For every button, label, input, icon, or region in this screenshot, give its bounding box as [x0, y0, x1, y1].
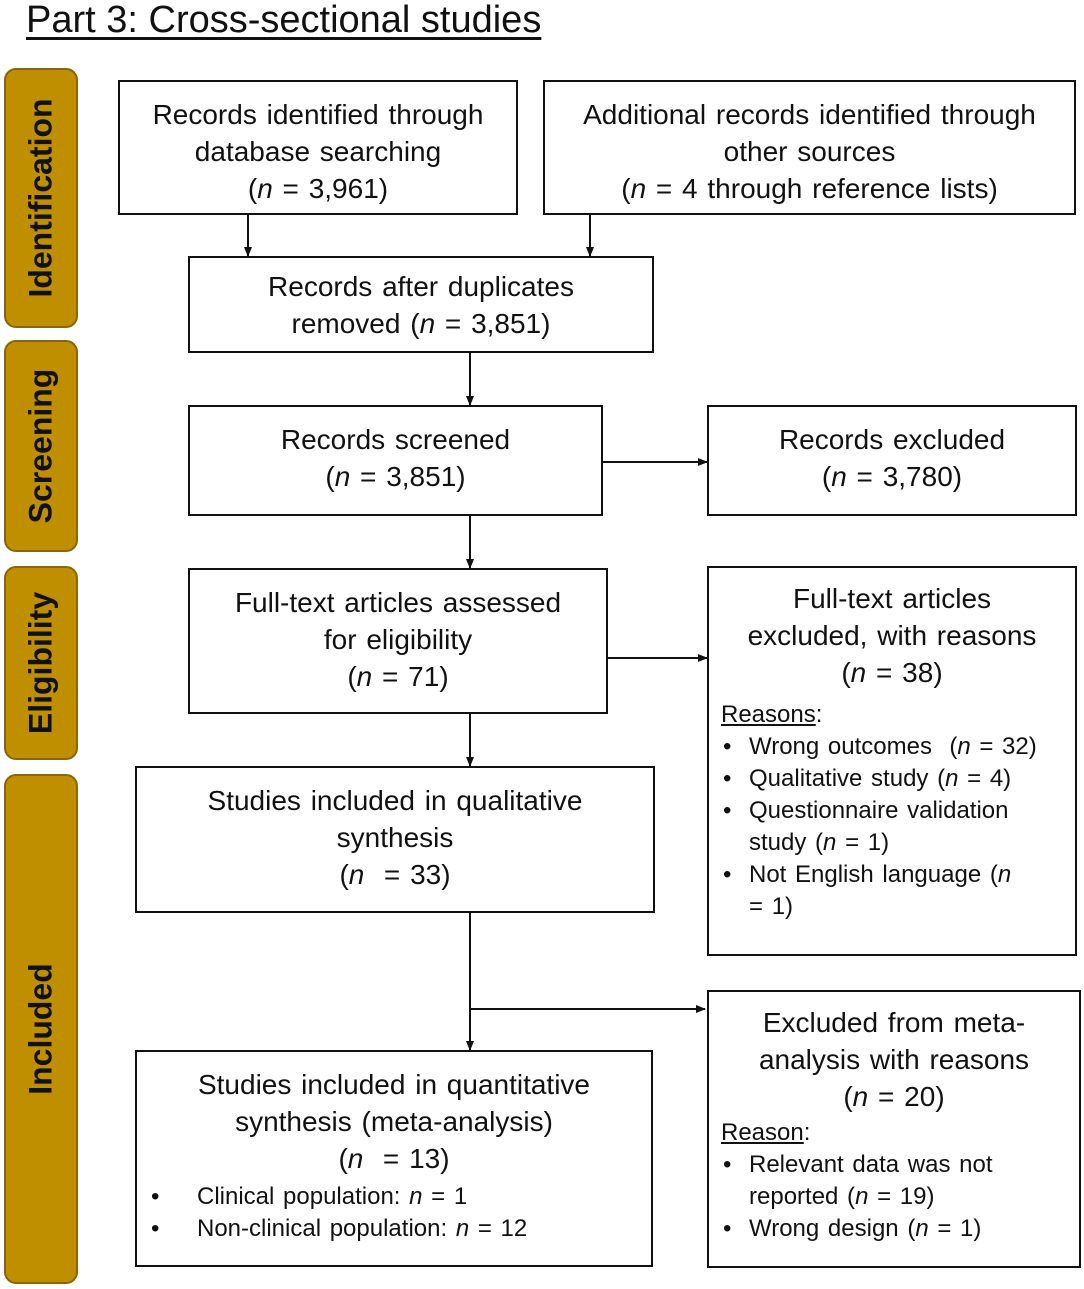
box-line: Studies included in quantitative — [197, 1069, 591, 1100]
reason-item: Wrong design (n = 1) — [721, 1213, 1079, 1245]
box-line: excluded, with reasons — [747, 620, 1037, 651]
diagram-title: Part 3: Cross-sectional studies — [26, 0, 542, 41]
box-line: Additional records identified through — [583, 99, 1036, 130]
reason-count: 1 — [960, 1215, 974, 1242]
stage-identification: Identification — [4, 68, 78, 328]
box-line-with-count: removed (n = 3,851) — [291, 308, 551, 339]
box-line: Full-text articles — [792, 583, 992, 614]
count-line: (n = 3,780) — [821, 461, 963, 492]
box-line: database searching — [194, 136, 442, 167]
reasons-block: Reasons: Wrong outcomes (n = 32) Qualita… — [709, 699, 1075, 923]
count-value: 3,780 — [882, 461, 953, 492]
box-line: other sources — [723, 136, 896, 167]
box-line: for eligibility — [323, 624, 473, 655]
count-line: (n = 71) — [347, 661, 449, 692]
count-line: (n = 13) — [338, 1143, 450, 1174]
population-list: Clinical population: n = 1 Non-clinical … — [137, 1181, 651, 1245]
stage-eligibility: Eligibility — [4, 566, 78, 760]
box-other-sources: Additional records identified through ot… — [543, 80, 1076, 215]
reason-count: 19 — [899, 1183, 927, 1210]
population-text: Non-clinical population: — [197, 1215, 448, 1242]
reason-text: Not English language — [749, 861, 982, 888]
reason-text: Wrong design — [749, 1215, 899, 1242]
count-line: (n = 3,961) — [247, 173, 389, 204]
count-value: 3,961 — [308, 173, 379, 204]
reason-item: Qualitative study (n = 4) — [721, 763, 1075, 795]
box-line: synthesis — [336, 822, 454, 853]
box-line: Records identified through — [152, 99, 484, 130]
reasons-label: Reasons — [721, 701, 816, 728]
box-line: Records screened — [280, 424, 511, 455]
box-after-duplicates: Records after duplicates removed (n = 3,… — [188, 256, 654, 353]
reason-item: Not English language (n = 1) — [721, 859, 1075, 923]
reason-text: Relevant data was not reported — [749, 1151, 993, 1210]
box-line: Records excluded — [778, 424, 1006, 455]
reason-item: Relevant data was not reported (n = 19) — [721, 1149, 1079, 1213]
stage-included: Included — [4, 774, 78, 1284]
box-line: Studies included in qualitative — [207, 785, 583, 816]
count-line: (n = 33) — [339, 859, 451, 890]
box-line: Full-text articles assessed — [234, 587, 562, 618]
box-line: synthesis (meta-analysis) — [235, 1106, 553, 1137]
count-value: 3,851 — [386, 461, 457, 492]
box-fulltext-excluded: Full-text articles excluded, with reason… — [707, 566, 1077, 956]
population-item: Non-clinical population: n = 12 — [137, 1213, 651, 1245]
count-value: 38 — [902, 657, 934, 688]
box-line: Excluded from meta- — [762, 1007, 1026, 1038]
reason-text: Qualitative study — [749, 765, 929, 792]
reasons-heading: Reason: — [721, 1119, 811, 1146]
box-quantitative-synthesis: Studies included in quantitative synthes… — [135, 1050, 653, 1267]
reason-count: 1 — [867, 829, 882, 856]
reason-count: 32 — [1002, 733, 1029, 760]
population-count: 12 — [500, 1215, 528, 1242]
reason-text: Wrong outcomes — [749, 733, 932, 760]
reason-text: Questionnaire validation study — [749, 797, 1009, 856]
population-item: Clinical population: n = 1 — [137, 1181, 651, 1213]
population-text: Clinical population: — [197, 1183, 401, 1210]
count-line: (n = 4 through reference lists) — [621, 173, 998, 204]
count-line: (n = 3,851) — [325, 461, 466, 492]
box-qualitative-synthesis: Studies included in qualitative synthesi… — [135, 766, 655, 913]
count-value: 71 — [408, 661, 440, 692]
reasons-label: Reason — [721, 1119, 804, 1146]
count-line: (n = 38) — [841, 657, 943, 688]
reason-count: 4 — [989, 765, 1004, 792]
count-value: 13 — [409, 1143, 441, 1174]
count-value: 20 — [904, 1081, 936, 1112]
population-count: 1 — [453, 1183, 468, 1210]
reason-count: 1 — [771, 893, 786, 920]
box-meta-excluded: Excluded from meta- analysis with reason… — [707, 990, 1081, 1268]
count-text: = 4 through reference lists — [655, 173, 989, 204]
box-line: analysis with reasons — [758, 1044, 1030, 1075]
reasons-heading: Reasons: — [721, 701, 823, 728]
reasons-block: Reason: Relevant data was not reported (… — [709, 1117, 1079, 1245]
reason-item: Questionnaire validation study (n = 1) — [721, 795, 1075, 859]
box-line: removed — [291, 308, 401, 339]
box-records-screened: Records screened (n = 3,851) — [188, 405, 603, 516]
reason-item: Wrong outcomes (n = 32) — [721, 731, 1075, 763]
box-records-excluded: Records excluded (n = 3,780) — [707, 405, 1077, 516]
count-value: 3,851 — [471, 308, 542, 339]
box-line: Records after duplicates — [268, 271, 574, 302]
count-value: 33 — [410, 859, 442, 890]
box-database-searching: Records identified through database sear… — [118, 80, 518, 215]
stage-screening: Screening — [4, 340, 78, 552]
box-fulltext-assessed: Full-text articles assessed for eligibil… — [188, 568, 608, 714]
count-line: (n = 20) — [843, 1081, 945, 1112]
